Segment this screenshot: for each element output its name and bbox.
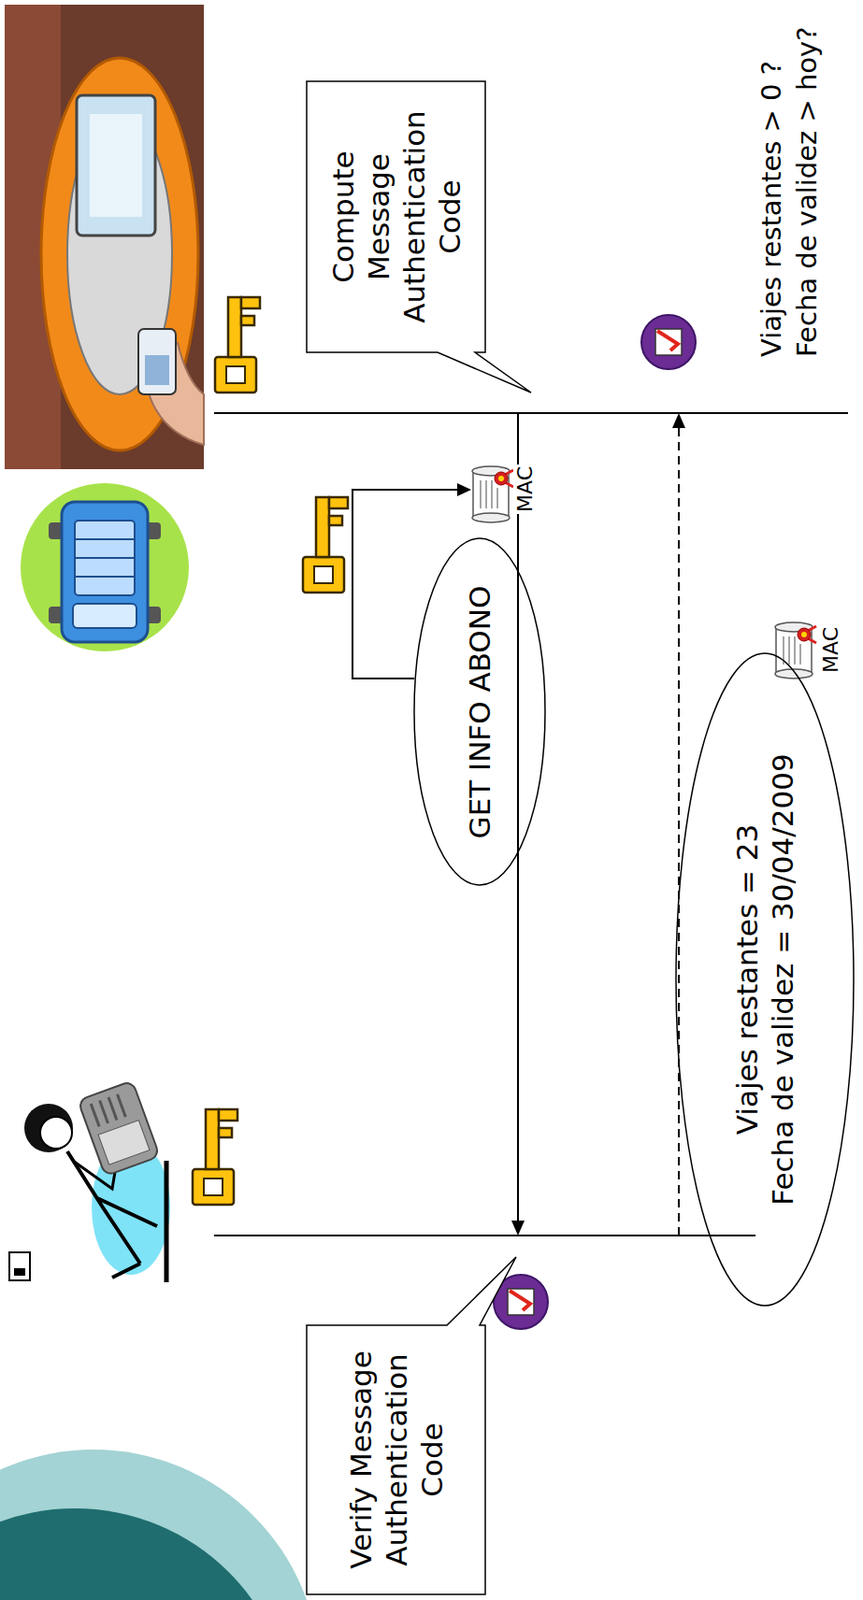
bus-icon-part [74,520,135,596]
message-ellipse: Viajes restantes = 23Fecha de validez = … [675,652,855,1308]
lifeline [214,1235,756,1237]
key-icon-part [302,557,345,593]
bus-icon-part [72,604,137,629]
key-bracket-part [352,489,461,679]
validator-photo-part [89,114,143,217]
key-icon-part [192,1169,234,1206]
key-icon-part [241,316,255,326]
bus-icon-part [20,483,189,652]
corner-decoration-part [0,1509,293,1600]
mac-scroll-part [797,628,811,642]
key-icon-part [205,1109,219,1170]
request-arrow [511,413,525,1237]
mac-scroll-part [783,636,801,665]
ellipse-shape [414,539,546,887]
check-icon-part [507,1289,534,1316]
key-icon-part [316,497,330,558]
node-label: Compute Message Authentication Code [325,92,468,342]
key-icon-part [329,516,343,526]
user-icon-part [164,1161,170,1283]
node-label: Verify Message Authentication Code [343,1337,450,1584]
user-icon-part [77,1080,160,1177]
corner-decoration [0,1450,320,1600]
check-note: Viajes restantes > 0 ? [753,60,790,358]
mac-scroll-part [801,632,807,638]
message-ellipse: GET INFO ABONO [413,538,547,888]
mac-label: MAC [513,464,538,515]
node-label: Fecha de validez = 30/04/2009 [764,753,801,1206]
user-icon-part-part [90,1094,126,1128]
check-icon-part [657,330,678,351]
node-text: Viajes restantes = 23Fecha de validez = … [729,753,801,1206]
mac-scroll [472,466,514,523]
callout-shape [306,81,532,393]
node-label: GET INFO ABONO [461,586,498,840]
check-icon-part [655,329,682,356]
mac-scroll-part [472,513,510,523]
bus-icon-part [74,539,135,577]
node-text: GET INFO ABONO [461,586,498,840]
key-icon [192,1109,238,1206]
lifeline [214,412,849,415]
callout-shape [306,1257,517,1596]
node-label: Viajes restantes = 23 [729,753,765,1206]
check-icon-part [509,1291,531,1311]
user-icon-part [9,1252,30,1281]
node-text: Verify Message Authentication Code [343,1337,450,1584]
validator-photo-part [138,329,176,395]
ellipse-shape [676,653,854,1307]
mac-scroll-part [480,480,498,509]
user-icon-part [24,1104,73,1153]
ellipse-outline [675,652,855,1308]
key-icon-part [218,1109,238,1122]
mac-scroll-part [473,471,509,518]
callout-box: Compute Message Authentication Code [306,81,486,353]
mac-scroll-part [498,475,504,482]
check-icon [641,315,696,370]
mac-scroll-part [494,472,508,486]
validator-photo-part [4,4,204,470]
key-bracket [352,483,472,679]
mac-label: MAC [819,625,844,676]
validator-photo [4,4,204,470]
key-bracket-part [457,483,472,497]
bus-icon-part [61,502,148,643]
key-icon-part [228,297,242,358]
user-icon-part [14,1268,26,1277]
key-icon-part [215,357,257,393]
check-note: Fecha de validez > hoy? [789,26,825,358]
node-text: Compute Message Authentication Code [325,92,468,342]
validator-photo-part [76,95,156,236]
request-arrow-part [511,1221,525,1237]
key-icon [302,497,348,593]
callout-box: Verify Message Authentication Code [306,1325,486,1596]
mac-scroll-part [776,627,812,675]
bus-icon [20,483,189,652]
validator-photo-part [144,355,170,386]
response-arrow-part [677,426,680,1237]
key-icon-part [241,297,260,309]
mac-scroll [775,622,817,679]
key-icon-part [218,1128,232,1138]
key-icon-part [314,566,333,584]
key-icon-part [226,366,245,384]
check-icon-part [641,315,696,370]
key-icon-part [203,1179,223,1196]
key-icon-part [329,497,348,509]
user-icon-part-part [77,1080,160,1177]
user-icon [9,1080,171,1283]
validator-photo-part [41,57,199,451]
user-icon-part [40,1117,72,1150]
request-arrow-part [517,413,519,1225]
response-arrow-part [672,413,686,429]
user-icon-part-part [98,1121,150,1166]
key-icon [215,297,260,393]
